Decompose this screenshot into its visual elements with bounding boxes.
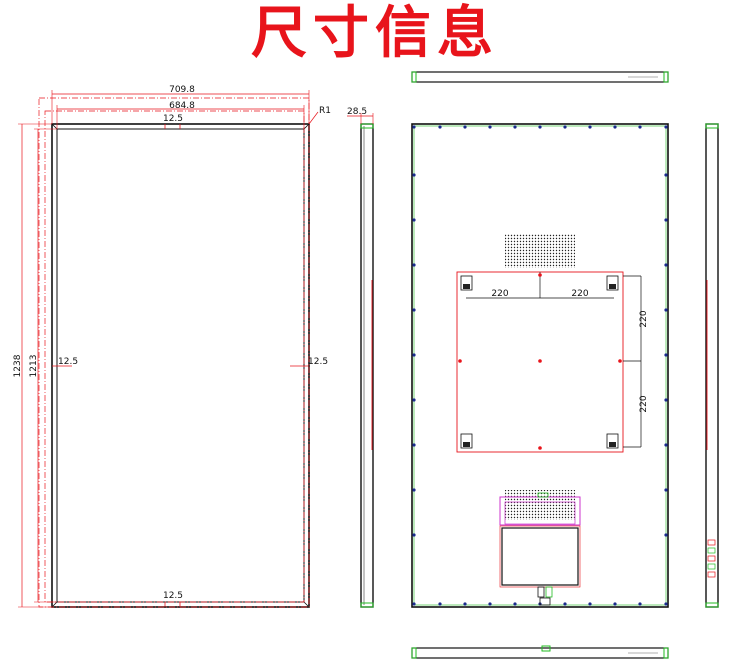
front-outer-frame bbox=[51, 123, 310, 608]
screw-hole bbox=[488, 125, 492, 129]
screw-hole bbox=[412, 443, 416, 447]
screw-hole bbox=[513, 125, 517, 129]
screw-hole bbox=[588, 602, 592, 606]
screw-hole bbox=[412, 308, 416, 312]
screw-hole bbox=[638, 602, 642, 606]
screw-hole bbox=[412, 602, 416, 606]
outer-height-label: 1238 bbox=[13, 354, 23, 377]
screw-hole bbox=[412, 173, 416, 177]
corner-radius-label: R1 bbox=[319, 106, 331, 116]
screw-hole bbox=[412, 125, 416, 129]
screw-hole bbox=[538, 125, 542, 129]
vesa-v-bottom-label: 220 bbox=[639, 395, 649, 412]
bottom-view bbox=[411, 645, 669, 659]
vent-grille-top bbox=[505, 234, 575, 268]
border-top-label: 12.5 bbox=[163, 114, 183, 124]
right-side-view bbox=[705, 123, 719, 608]
side-view: 28.5 bbox=[347, 107, 374, 608]
page-title: 尺寸信息 bbox=[251, 1, 499, 66]
screw-hole bbox=[664, 443, 668, 447]
screw-hole bbox=[664, 488, 668, 492]
screw-hole bbox=[613, 602, 617, 606]
top-view bbox=[411, 71, 669, 83]
screw-hole bbox=[463, 125, 467, 129]
control-board bbox=[499, 490, 581, 606]
screw-hole bbox=[664, 218, 668, 222]
outer-width-label: 709.8 bbox=[169, 85, 195, 95]
screw-hole bbox=[412, 398, 416, 402]
border-right-label: 12.5 bbox=[308, 357, 328, 367]
screw-hole bbox=[438, 125, 442, 129]
back-view: 220 220 220 220 bbox=[411, 123, 669, 608]
perimeter-screws bbox=[412, 125, 668, 606]
screw-hole bbox=[412, 353, 416, 357]
screw-hole bbox=[613, 125, 617, 129]
screw-hole bbox=[412, 218, 416, 222]
screw-hole bbox=[563, 125, 567, 129]
screw-hole bbox=[463, 602, 467, 606]
screw-hole bbox=[664, 173, 668, 177]
vesa-mount-holes bbox=[458, 273, 622, 450]
border-bottom-label: 12.5 bbox=[163, 591, 183, 601]
screw-hole bbox=[563, 602, 567, 606]
depth-label: 28.5 bbox=[347, 107, 367, 117]
screw-hole bbox=[513, 602, 517, 606]
vesa-mount-plate: 220 220 220 220 bbox=[456, 271, 649, 453]
vesa-h-right-label: 220 bbox=[571, 289, 588, 299]
screw-hole bbox=[664, 533, 668, 537]
screw-hole bbox=[664, 308, 668, 312]
front-inner-frame bbox=[56, 128, 305, 603]
inner-height-label: 1213 bbox=[29, 355, 39, 378]
side-ports bbox=[707, 539, 716, 578]
screw-hole bbox=[488, 602, 492, 606]
border-left-label: 12.5 bbox=[58, 357, 78, 367]
vesa-h-left-label: 220 bbox=[491, 289, 508, 299]
screw-hole bbox=[664, 353, 668, 357]
screw-hole bbox=[412, 533, 416, 537]
screw-hole bbox=[664, 125, 668, 129]
screw-hole bbox=[412, 488, 416, 492]
screw-hole bbox=[638, 125, 642, 129]
screw-hole bbox=[588, 125, 592, 129]
screw-hole bbox=[412, 263, 416, 267]
screw-hole bbox=[438, 602, 442, 606]
inner-width-label: 684.8 bbox=[169, 101, 195, 111]
screw-hole bbox=[664, 602, 668, 606]
vesa-v-top-label: 220 bbox=[639, 310, 649, 327]
screw-hole bbox=[664, 398, 668, 402]
screw-hole bbox=[664, 263, 668, 267]
front-view: 709.8 684.8 R1 1238 1213 12.5 12.5 12.5 … bbox=[13, 85, 331, 608]
